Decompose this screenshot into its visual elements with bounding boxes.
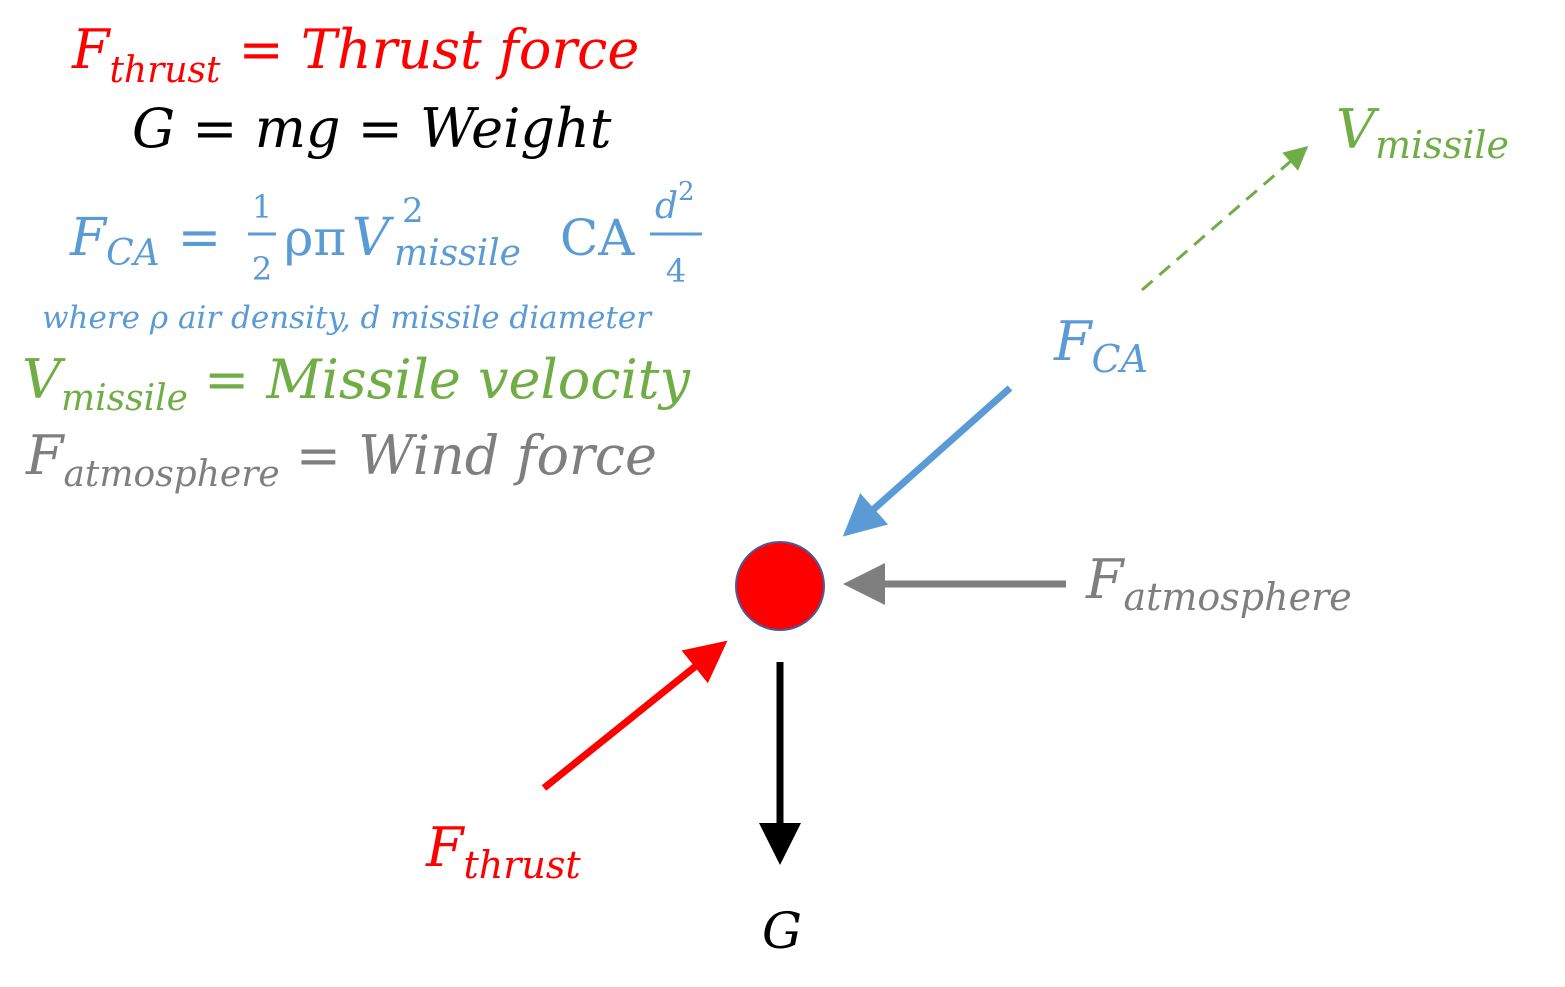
legend-drag-d-sup: 2	[678, 177, 695, 207]
legend-drag-v-sup: 2	[402, 191, 424, 231]
legend-drag-equals: =	[178, 208, 222, 268]
legend-drag-note: where ρ air density, d missile diameter	[42, 300, 653, 336]
legend-velocity-definition: = Missile velocity	[204, 348, 692, 411]
velocity-label: Vmissile	[1336, 98, 1509, 167]
drag-label-symbol: F	[1053, 310, 1094, 373]
legend-thrust: Fthrust = Thrust force	[71, 18, 639, 91]
drag-label: FCA	[1053, 310, 1148, 381]
legend-drag-d: d	[655, 186, 678, 227]
legend-wind-symbol: F	[25, 424, 66, 487]
legend-drag-v-sub: missile	[394, 233, 521, 274]
legend: Fthrust= Thrust force G = mg = Weight FC…	[22, 18, 702, 495]
legend-drag-frac-den: 2	[252, 250, 272, 288]
legend-drag-ca: CA	[560, 209, 635, 267]
velocity-label-symbol: V	[1336, 98, 1380, 161]
legend-drag-formula: FCA= 1 2 ρπ V 2 missile CA d 2 4	[69, 177, 702, 290]
weight-label: G	[762, 902, 802, 960]
legend-drag-symbol: F	[69, 208, 108, 268]
legend-velocity-subscript: missile	[61, 378, 188, 419]
legend-drag-rho-pi: ρπ	[284, 209, 346, 267]
drag-label-subscript: CA	[1091, 337, 1148, 381]
legend-thrust-subscript: thrust	[109, 50, 221, 91]
svg-text:FCA=: FCA =	[69, 208, 221, 274]
thrust-force-arrow	[541, 640, 728, 791]
legend-velocity: Vmissile = Missile velocity	[22, 348, 691, 419]
legend-velocity-symbol: V	[22, 348, 66, 411]
thrust-label-subscript: thrust	[463, 843, 581, 887]
legend-wind-subscript: atmosphere	[63, 454, 279, 495]
velocity-arrow	[1141, 146, 1309, 292]
velocity-label-subscript: missile	[1375, 123, 1509, 167]
legend-thrust-symbol: F	[71, 18, 112, 81]
legend-weight: G = mg = Weight	[132, 97, 612, 160]
thrust-label-symbol: F	[425, 816, 466, 879]
arrows	[541, 146, 1309, 865]
wind-label-symbol: F	[1085, 548, 1126, 611]
wind-label-subscript: atmosphere	[1123, 575, 1351, 619]
legend-drag-d-den: 4	[666, 252, 686, 290]
legend-drag-v: V	[352, 208, 394, 268]
legend-thrust-definition: = Thrust force	[238, 18, 639, 81]
legend-drag-subscript: CA	[106, 233, 160, 274]
missile-body	[735, 541, 825, 631]
legend-drag-frac-num: 1	[252, 188, 272, 226]
drag-force-arrow	[842, 385, 1013, 537]
legend-wind: Fatmosphere = Wind force	[25, 424, 657, 495]
legend-wind-definition: = Wind force	[296, 424, 657, 487]
thrust-label: Fthrust	[425, 816, 581, 887]
wind-label: Fatmosphere	[1085, 548, 1352, 619]
